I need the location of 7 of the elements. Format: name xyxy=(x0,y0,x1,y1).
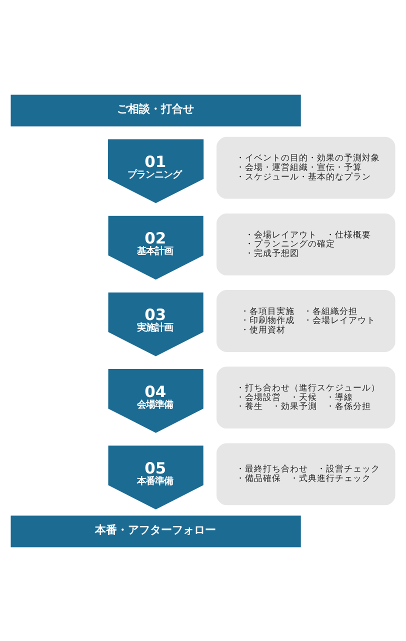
node-box: 本番・アフターフォロー xyxy=(10,515,301,547)
node-box: ・打ち合わせ（進行スケジュール） ・会場設営 ・天候 ・導線 ・養生 ・効果予測 ・各係分担 xyxy=(216,366,396,428)
node-box: ・最終打ち合わせ ・設営チェック ・備品確保 ・式典進行チェック xyxy=(216,442,396,505)
node-box: ・会場レイアウト ・仕様概要 ・プランニングの確定 ・完成予想図 xyxy=(216,212,396,275)
node-box: ・イベントの目的・効果の予測対象 ・会場・運営組織・宣伝・予算 ・スケジュール・基本的なプラン xyxy=(216,136,396,198)
node-box: ご相談・打合せ xyxy=(10,94,301,126)
node-box: ・各項目実施 ・各組織分担 ・印刷物作成 ・会場レイアウト ・使用資材 xyxy=(216,290,396,352)
